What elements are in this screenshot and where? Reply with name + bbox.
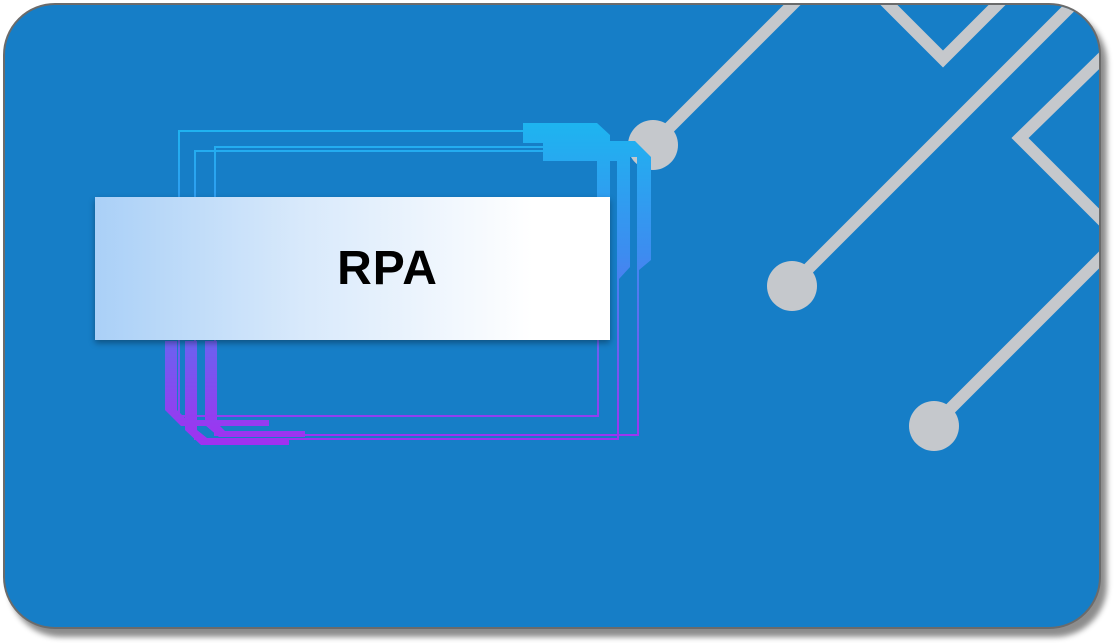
- circuit-node: [767, 261, 817, 311]
- page-title: RPA: [337, 242, 438, 295]
- title-banner: RPA: [95, 197, 610, 340]
- circuit-node: [909, 401, 959, 451]
- circuit-lines-icon: [628, 5, 1099, 451]
- title-card: RPA: [3, 3, 1101, 629]
